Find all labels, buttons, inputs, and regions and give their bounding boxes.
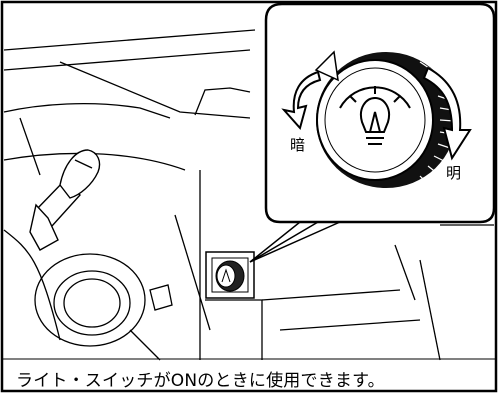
rotate-down-arrow-icon — [422, 66, 472, 161]
dark-label: 暗 — [290, 136, 306, 154]
bright-label: 明 — [446, 164, 462, 182]
caption-text: ライト・スイッチがONのときに使用できます。 — [16, 371, 385, 391]
lever-stalk — [29, 149, 101, 251]
dashboard-lines — [3, 29, 494, 361]
steering-column — [3, 229, 173, 361]
light-bulb-icon — [349, 86, 401, 145]
instrument-light-dial-icon — [316, 52, 456, 188]
dash-switch — [205, 251, 255, 299]
callout-pointer — [249, 221, 321, 263]
rotate-up-arrow-icon — [281, 70, 322, 131]
